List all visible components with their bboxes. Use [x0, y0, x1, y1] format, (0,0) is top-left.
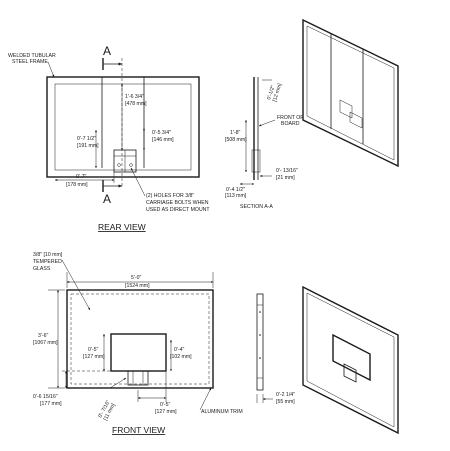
dim-rear-center-height: 1'-6 3/4" [478 mm]: [125, 94, 147, 107]
dim-edge-thickness: 0'-2 1/4" [55 mm]: [276, 392, 296, 405]
front-board-outline: [66, 289, 214, 389]
aluminum-trim-label: ALUMINUM TRIM: [201, 409, 243, 415]
dim-section-offset: 0'-4 1/2" [113 mm]: [225, 187, 247, 199]
dim-section-height: 1'-8" [508 mm]: [225, 130, 247, 143]
dim-rear-bottom-offset: 0'-7" [178 mm]: [66, 174, 88, 188]
section-title: SECTION A-A: [240, 204, 273, 210]
front-rim-bracket: [127, 370, 149, 386]
dim-rear-right-height: 0'-5 3/4" [146 mm]: [152, 130, 174, 143]
dim-front-width: 5'-0" [1524 mm]: [125, 275, 150, 289]
section-mount-plate: [251, 149, 261, 173]
dim-target-right: 0'-4" [102 mm]: [170, 347, 192, 360]
welded-frame-label: WELDED TUBULAR STEEL FRAME: [8, 53, 57, 65]
glass-label: 3/8" [10 mm] TEMPERED GLASS: [33, 252, 64, 272]
front-board-border: [70, 293, 210, 385]
rear-bolt-hole-right: [129, 163, 133, 167]
dim-rear-left-height: 0'-7 1/2" [191 mm]: [77, 136, 99, 149]
dim-bottom-left: 0'-6 15/16" [177 mm]: [33, 394, 62, 407]
front-target-square: [110, 333, 167, 372]
dim-target-left: 0'-5" [127 mm]: [83, 347, 105, 360]
front-isometric: [302, 285, 399, 435]
rear-bolt-hole-left: [117, 163, 121, 167]
edge-board-profile: [256, 293, 264, 391]
front-view-title: FRONT VIEW: [112, 425, 165, 435]
section-a-a: 0'-1/2" [12 mm] FRONT OF BOARD 1'-8" [50…: [225, 77, 305, 210]
section-marker-top: A: [103, 44, 111, 58]
rear-frame-outline: [46, 76, 200, 178]
dim-bottom-center: 0'-5" [127 mm]: [155, 402, 177, 415]
dim-front-height: 3'-6" [1067 mm]: [33, 333, 58, 346]
section-marker-bottom: A: [103, 192, 111, 206]
rear-frame-inner: [54, 83, 192, 171]
front-of-board-label: FRONT OF BOARD: [277, 115, 305, 127]
front-view: 3/8" [10 mm] TEMPERED GLASS 5'-0" [1524 …: [33, 252, 243, 435]
dim-section-top: 0'-1/2" [12 mm]: [266, 80, 283, 102]
dim-section-depth: 0'- 13/16" [21 mm]: [276, 168, 299, 181]
rear-isometric: [302, 18, 399, 168]
edge-view: 0'-2 1/4" [55 mm]: [256, 293, 296, 405]
rear-view-title: REAR VIEW: [98, 222, 146, 232]
dim-rim-height: 0'- 7/16" [11 mm]: [97, 398, 117, 422]
holes-note: (2) HOLES FOR 3/8" CARRIAGE BOLTS WHEN U…: [146, 193, 210, 213]
rear-view: A A WELDED TUBULAR STEEL FRAME 1'-6 3/4"…: [8, 44, 210, 232]
